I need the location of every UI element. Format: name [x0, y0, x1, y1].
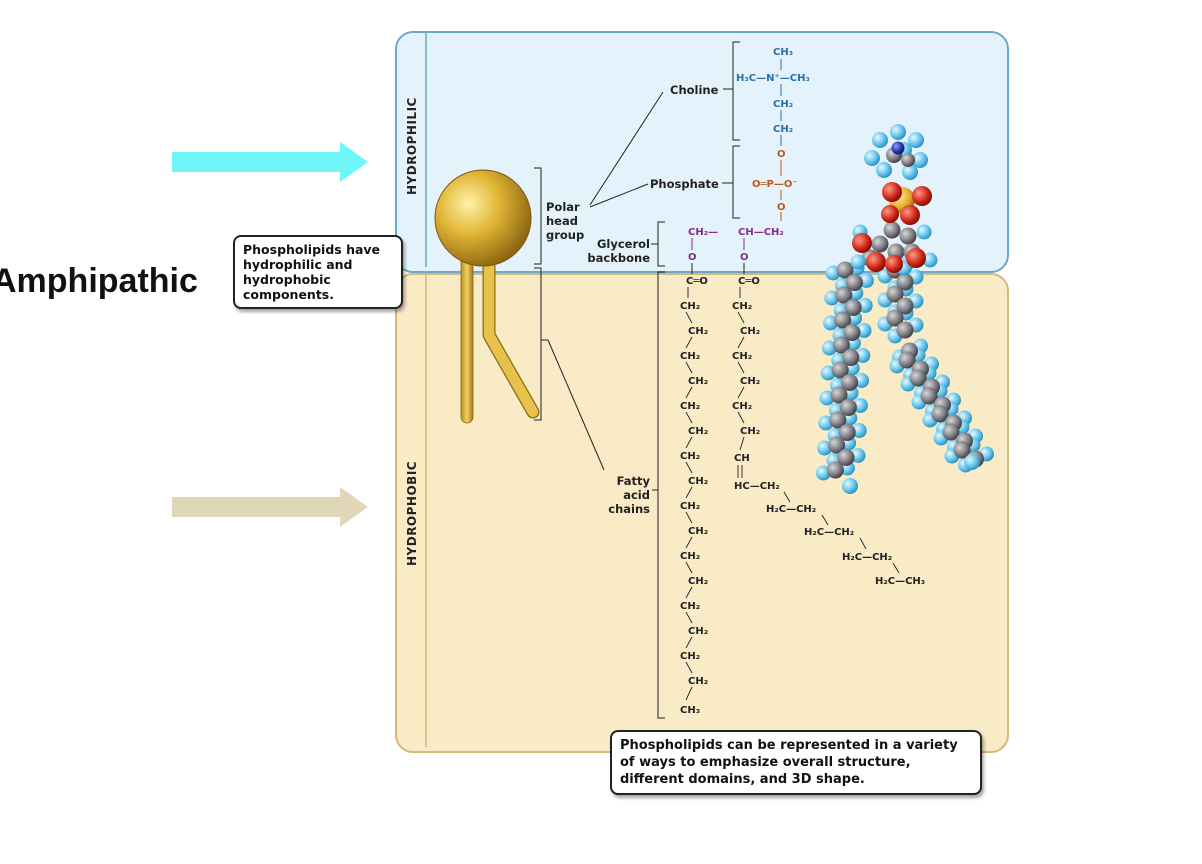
svg-text:H₂C—CH₂: H₂C—CH₂ [842, 552, 892, 563]
svg-text:C═O: C═O [738, 276, 760, 287]
hydrophobic-arrow [172, 487, 368, 527]
fatty-acid-chains-label: Fatty acid chains [608, 474, 650, 516]
svg-text:CH₂: CH₂ [680, 601, 700, 612]
svg-text:HC—CH₂: HC—CH₂ [734, 481, 780, 492]
hydrophilic-side-label: HYDROPHILIC [405, 97, 419, 195]
svg-text:CH₂: CH₂ [688, 326, 708, 337]
svg-text:CH₂: CH₂ [740, 376, 760, 387]
svg-text:CH₂: CH₂ [732, 301, 752, 312]
svg-text:CH₂: CH₂ [688, 476, 708, 487]
svg-text:CH: CH [734, 453, 750, 464]
polar-head-group-label: Polar head group [546, 200, 585, 242]
svg-text:CH₃: CH₃ [773, 47, 793, 58]
svg-text:CH₂: CH₂ [688, 676, 708, 687]
svg-text:CH₂: CH₂ [773, 99, 793, 110]
svg-text:CH₂: CH₂ [688, 526, 708, 537]
svg-text:CH₂: CH₂ [732, 401, 752, 412]
svg-text:CH₂: CH₂ [680, 301, 700, 312]
svg-text:CH₂: CH₂ [740, 426, 760, 437]
svg-text:CH—CH₂: CH—CH₂ [738, 227, 784, 238]
svg-text:O: O [740, 252, 749, 263]
svg-text:H₃C—N⁺—CH₃: H₃C—N⁺—CH₃ [736, 73, 810, 84]
phospholipid-icon [434, 169, 540, 424]
svg-text:CH₂: CH₂ [688, 376, 708, 387]
svg-text:CH₂: CH₂ [773, 124, 793, 135]
choline-label: Choline [670, 83, 719, 97]
svg-text:CH₂: CH₂ [740, 326, 760, 337]
svg-text:CH₂: CH₂ [688, 576, 708, 587]
glycerol-backbone-label: Glycerol backbone [587, 237, 650, 265]
svg-text:CH₂: CH₂ [680, 501, 700, 512]
svg-text:CH₂: CH₂ [680, 451, 700, 462]
phosphate-label: Phosphate [650, 177, 719, 191]
svg-text:CH₂: CH₂ [688, 426, 708, 437]
svg-text:H₂C—CH₂: H₂C—CH₂ [804, 527, 854, 538]
svg-text:O: O [777, 202, 786, 213]
representation-callout: Phospholipids can be represented in a va… [610, 730, 982, 795]
svg-text:O: O [688, 252, 697, 263]
svg-text:O═P—O⁻: O═P—O⁻ [752, 179, 798, 190]
components-callout: Phospholipids have hydrophilic and hydro… [233, 235, 403, 309]
svg-text:C═O: C═O [686, 276, 708, 287]
svg-text:O: O [777, 149, 786, 160]
hydrophilic-arrow [172, 142, 368, 182]
svg-text:CH₂: CH₂ [680, 551, 700, 562]
svg-text:CH₂—: CH₂— [688, 227, 718, 238]
svg-text:H₂C—CH₃: H₂C—CH₃ [875, 576, 925, 587]
space-filling-model [815, 124, 994, 494]
svg-text:CH₂: CH₂ [680, 351, 700, 362]
svg-text:CH₂: CH₂ [680, 401, 700, 412]
hydrophobic-side-label: HYDROPHOBIC [405, 460, 419, 566]
svg-text:CH₂: CH₂ [688, 626, 708, 637]
svg-text:H₂C—CH₂: H₂C—CH₂ [766, 504, 816, 515]
slide-title: Amphipathic [0, 262, 198, 300]
svg-text:CH₂: CH₂ [732, 351, 752, 362]
svg-text:CH₃: CH₃ [680, 705, 700, 716]
svg-text:CH₂: CH₂ [680, 651, 700, 662]
